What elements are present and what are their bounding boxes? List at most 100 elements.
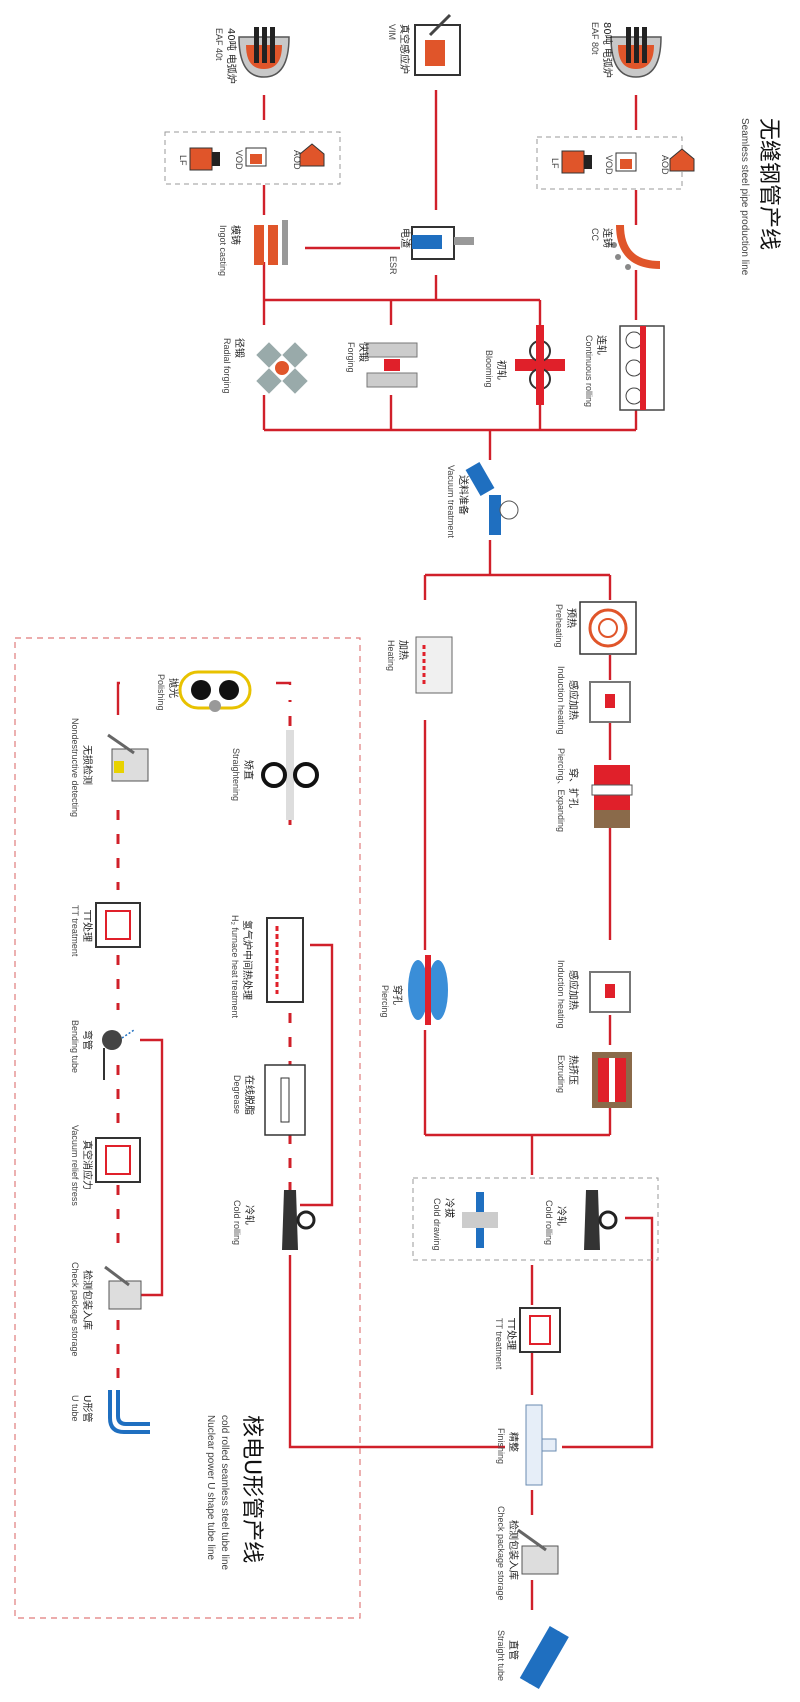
u-tube-icon [108,1390,150,1434]
cold-working-box [412,1177,659,1261]
heating-icon [415,636,453,694]
nuclear-title: 核电U形管产线 [239,1415,264,1563]
piercing-expanding-icon [591,765,633,828]
label-tt2-cn: TT处理 [81,909,93,942]
label-coldroll2-cn: 冷轧 [243,1205,256,1225]
label-lf2: LF [550,158,560,169]
label-ind2-en: Induction heating [556,960,566,1029]
label-aod2: AOD [660,155,670,175]
forging-icon [366,342,418,388]
cold-drawing-icon [462,1192,498,1248]
vim-icon [414,13,461,76]
extruding-icon [592,1052,632,1108]
label-tt1-en: TT treatment [494,1318,504,1370]
label-colddraw-cn: 冷拔 [443,1198,456,1218]
label-pierce1-cn: 穿、扩孔 [567,768,580,808]
label-straighten-en: Straightening [231,748,241,801]
label-check1-en: Check package storage [496,1506,506,1601]
label-piercing-cn: 穿孔 [391,985,404,1005]
degrease-icon [264,1064,306,1136]
label-ndt-en: Nondestructive detecting [70,718,80,817]
label-vod2: VOD [604,155,614,175]
straightening-icon [261,730,319,820]
label-eaf40-cn: 40吨 电弧炉 [225,28,238,84]
refining-box-left [164,131,341,185]
finishing-icon [525,1404,557,1486]
label-bloom-cn: 初轧 [495,360,508,380]
induction-heating-2-icon [589,971,631,1013]
label-check2-en: Check package storage [70,1262,80,1357]
label-coldroll-cn: 冷轧 [555,1206,568,1226]
label-polish-en: Polishing [156,674,166,711]
straight-tube-icon [519,1626,569,1689]
cc-icon [611,224,661,270]
blooming-icon [515,325,565,405]
flow-lines [262,90,654,1610]
label-heating-cn: 加热 [397,640,410,660]
label-bloom-en: Blooming [484,350,494,388]
label-colddraw-en: Cold drawing [432,1198,442,1251]
aod-icon [299,143,325,167]
label-preheat-cn: 预热 [565,608,578,628]
nuclear-section-box [14,637,361,1619]
nondestructive-detecting-icon [107,733,149,782]
label-vacrel-cn: 真空消应力 [81,1140,94,1190]
label-straighten-cn: 矫直 [242,760,255,780]
label-preheat-en: Preheating [554,604,564,648]
check-package-storage-icon [517,1528,559,1575]
label-coldroll-en: Cold rolling [544,1200,554,1245]
label-vim-cn: 真空感应炉 [398,24,411,74]
label-vacrel-en: Vacuum relief stress [70,1125,80,1206]
label-contr-cn: 连轧 [595,335,608,355]
label-straight-en: Straight tube [496,1630,506,1681]
cold-rolling-2-icon [282,1190,316,1250]
radial-forging-icon [256,342,308,394]
continuous-rolling-icon [619,325,665,411]
label-contr-en: Continuous rolling [584,335,594,407]
label-ingot-cn: 模铸 [229,225,242,245]
label-vacuum-cn: 送料准备 [457,475,470,515]
ingot-casting-icon [254,220,288,265]
label-ingot-en: Ingot casting [218,225,228,276]
cold-rolling-icon [584,1190,618,1250]
label-extrude-en: Extruding [556,1055,566,1093]
label-vacuum-en: Vacuum treatment [446,465,456,538]
label-finish-en: Finishing [496,1428,506,1464]
vacuum-relief-stress-icon [95,1137,141,1183]
label-degrease-en: Degrease [232,1075,242,1114]
label-finish-cn: 精整 [507,1432,520,1452]
piercing-icon [408,955,448,1025]
label-esr-en: ESR [388,256,398,275]
label-straight-cn: 直管 [507,1640,520,1660]
label-utube-en: U tube [70,1395,80,1422]
nuclear-flow-lines [116,681,334,1385]
induction-heating-icon [589,681,631,723]
label-eaf40-en: EAF 40t [214,28,224,61]
label-degrease-cn: 在线脱脂 [243,1075,256,1115]
vacuum-treatment-icon [465,462,519,535]
label-check2-cn: 检测包装入库 [81,1270,94,1330]
preheating-icon [579,601,637,655]
label-bend-cn: 弯管 [81,1030,94,1050]
aod-icon-right [669,148,695,172]
label-lf1: LF [178,155,188,166]
label-ndt-cn: 无损检测 [81,745,94,785]
label-aod1: AOD [292,150,302,170]
polishing-icon [178,670,252,712]
nuclear-subtitle-2: Nuclear power U shape tube line [205,1415,216,1561]
esr-icon [411,226,474,260]
label-piercing-en: Piercing [380,985,390,1018]
vod-icon-right [615,152,637,172]
label-pierce1-en: Piercing、Expanding [556,748,566,832]
label-ind1-cn: 感应加热 [567,680,580,720]
label-ind1-en: Induction heating [556,666,566,735]
label-bend-en: Bending tube [70,1020,80,1073]
vod-icon [245,147,267,167]
label-h2-en: H₂ furnace heat treatment [230,915,240,1019]
label-radial-en: Radial forging [222,338,232,394]
label-check1-cn: 检测包装入库 [507,1520,520,1580]
label-polish-cn: 抛光 [167,678,180,698]
tt-treatment-2-icon [95,902,141,948]
label-vim-en: VIM [387,24,397,40]
